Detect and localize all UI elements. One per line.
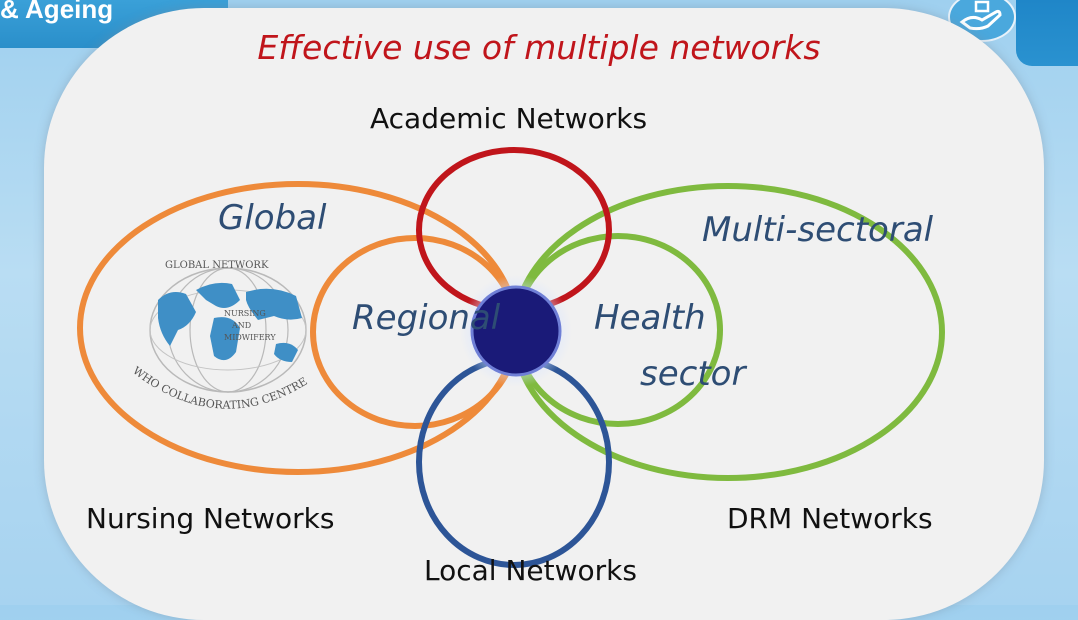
banner-text: & Ageing <box>0 0 114 24</box>
logo-top-text: GLOBAL NETWORK <box>165 260 269 271</box>
continent-africa-shape <box>210 317 240 361</box>
corner-tab <box>1016 0 1078 66</box>
health-sector-label-line2: sector <box>640 354 746 394</box>
logo-center-line1: NURSING <box>224 309 266 318</box>
local-network-ellipse <box>416 356 612 568</box>
continent-americas-shape <box>158 292 196 346</box>
continent-europe-shape <box>196 282 240 308</box>
academic-networks-label: Academic Networks <box>370 102 648 135</box>
network-diagram: GLOBAL NETWORK NURSING AND MIDWIFERY WHO… <box>0 0 945 568</box>
global-label: Global <box>218 198 327 238</box>
diagram-title: Effective use of multiple networks <box>257 28 821 67</box>
logo-center-line3: MIDWIFERY <box>224 333 276 342</box>
logo-center-line2: AND <box>231 321 251 330</box>
central-hub <box>470 285 562 377</box>
drm-networks-label: DRM Networks <box>727 502 933 535</box>
local-networks-label: Local Networks <box>424 554 637 587</box>
continent-oceania-shape <box>274 342 298 362</box>
regional-label: Regional <box>352 298 501 338</box>
health-sector-label-line1: Health <box>594 298 706 338</box>
nursing-networks-label: Nursing Networks <box>86 502 335 535</box>
multisectoral-label: Multi-sectoral <box>702 210 934 250</box>
continent-asia-shape <box>246 288 302 320</box>
